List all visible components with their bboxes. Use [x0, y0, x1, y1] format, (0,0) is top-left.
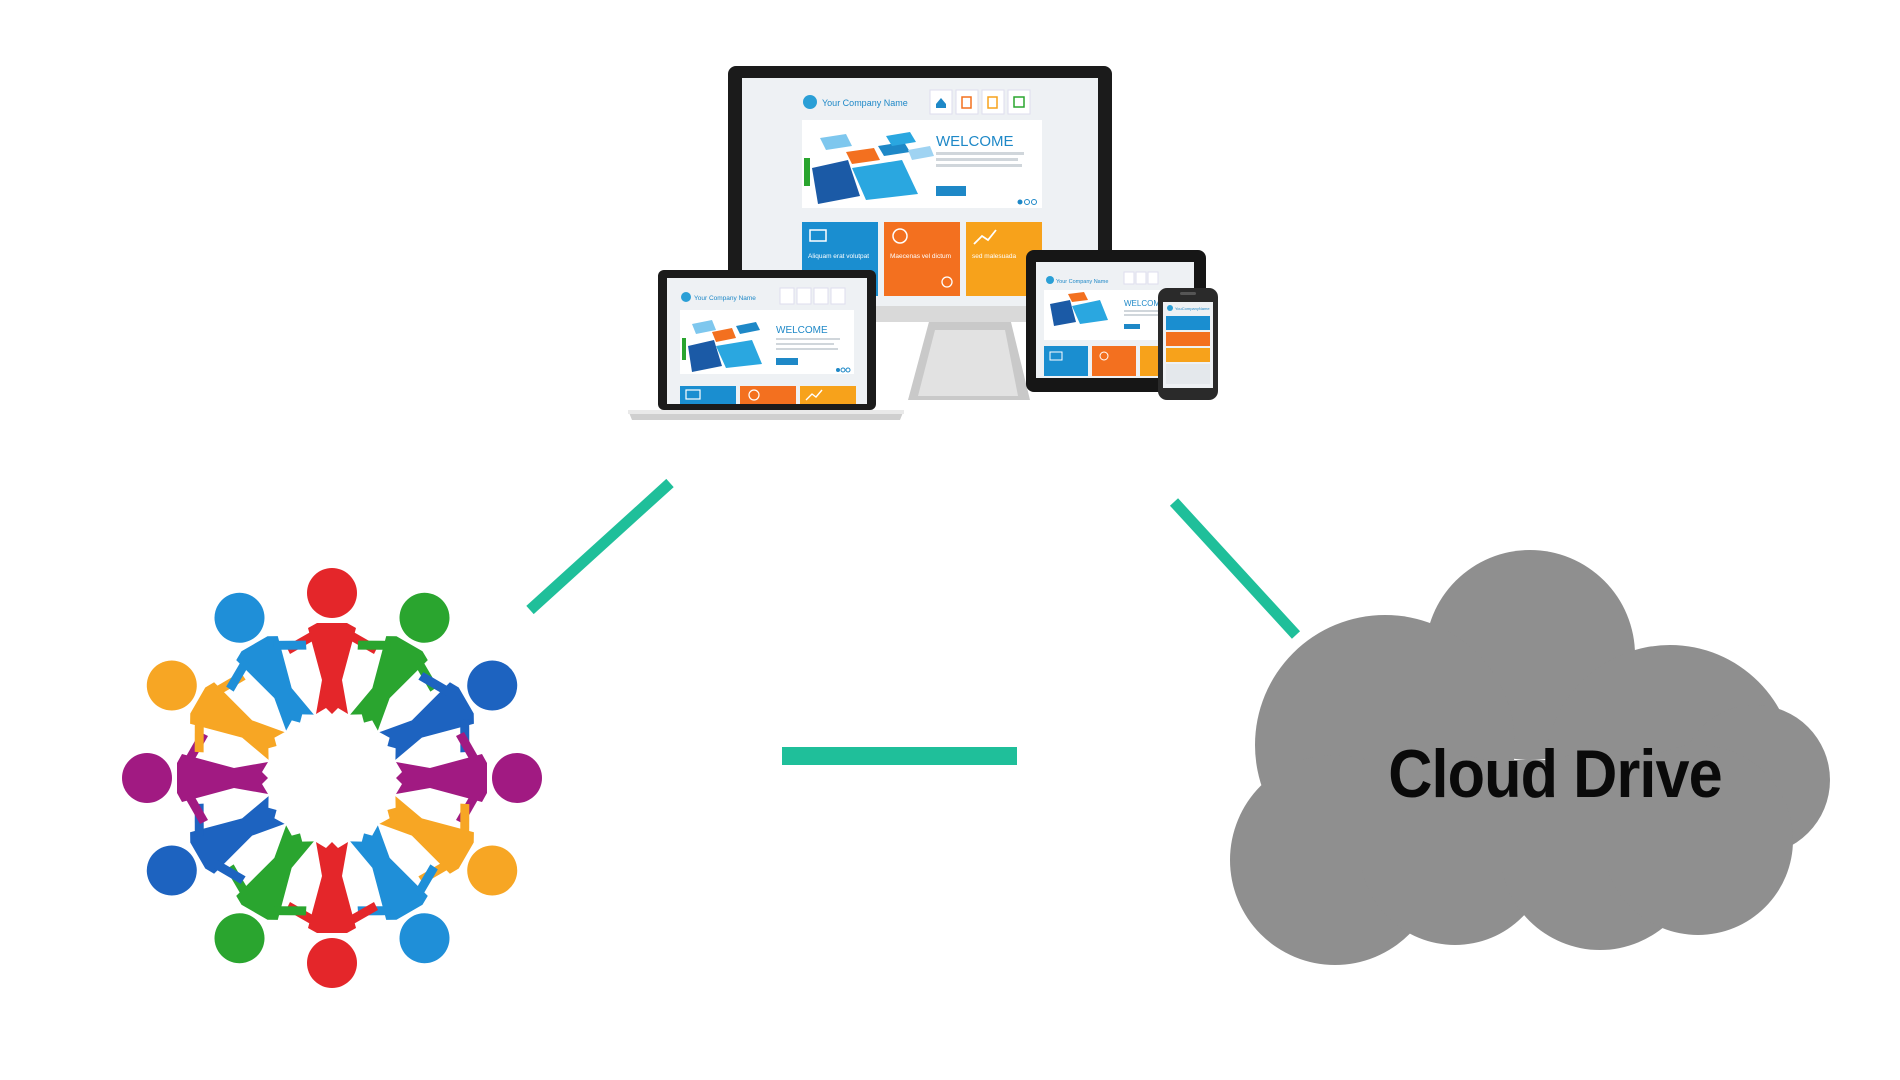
desktop-read-more-button [936, 186, 966, 196]
devices-illustration: Your Company Name [628, 66, 1218, 420]
person-figure [286, 842, 378, 988]
svg-text:WELCOME: WELCOME [1124, 299, 1165, 308]
svg-text:sed malesuada: sed malesuada [972, 253, 1016, 260]
people-circle-logo [122, 568, 542, 988]
mobile-phone: YouCompanyName [1158, 288, 1218, 400]
desktop-nav [929, 89, 1031, 115]
svg-text:Aliquam erat volutpat: Aliquam erat volutpat [808, 253, 869, 260]
svg-text:YouCompanyName: YouCompanyName [1175, 306, 1210, 311]
svg-text:Your Company Name: Your Company Name [1056, 279, 1108, 285]
desktop-company-name: Your Company Name [822, 98, 908, 108]
laptop: Your Company Name WELCOME [628, 270, 904, 420]
desktop-logo-icon [803, 95, 817, 109]
svg-text:WELCOME: WELCOME [776, 325, 828, 336]
cloud-drive-shape [1230, 550, 1830, 965]
person-figure [214, 825, 314, 964]
svg-text:Maecenas vel dictum: Maecenas vel dictum [890, 253, 951, 260]
svg-text:Your Company Name: Your Company Name [694, 295, 756, 302]
connector-devices-people [526, 478, 674, 615]
person-figure [214, 592, 314, 731]
desktop-hero-tiles [812, 132, 934, 204]
desktop-monitor: Your Company Name [728, 66, 1112, 400]
desktop-welcome-heading: WELCOME [936, 133, 1014, 150]
connector-devices-cloud [1169, 498, 1301, 639]
cloud-drive-label: Cloud Drive [1388, 736, 1722, 812]
